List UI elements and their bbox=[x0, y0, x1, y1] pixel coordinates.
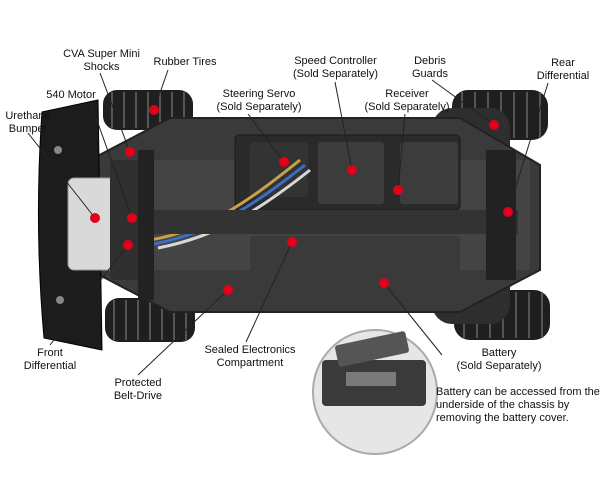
battery-inset bbox=[312, 329, 438, 455]
callout-marker-cva bbox=[125, 147, 135, 157]
callout-marker-receiver bbox=[393, 185, 403, 195]
label-urethane-bumper: Urethane Bumper bbox=[5, 110, 51, 135]
label-sealed-electronics: Sealed Electronics Compartment bbox=[204, 344, 296, 369]
callout-marker-servo bbox=[279, 157, 289, 167]
callout-marker-debris bbox=[489, 120, 499, 130]
callout-marker-frontdiff bbox=[123, 240, 133, 250]
label-belt-drive: Protected Belt-Drive bbox=[113, 377, 163, 402]
callout-marker-belt bbox=[223, 285, 233, 295]
callout-marker-motor bbox=[127, 213, 137, 223]
callout-marker-bumper bbox=[90, 213, 100, 223]
label-speed-controller: Speed Controller (Sold Separately) bbox=[293, 55, 378, 80]
callout-marker-rear bbox=[503, 207, 513, 217]
battery-bay bbox=[250, 236, 460, 284]
center-rail bbox=[148, 210, 518, 234]
callout-marker-sealed bbox=[287, 237, 297, 247]
label-steering-servo: Steering Servo (Sold Separately) bbox=[216, 88, 302, 113]
front-bulkhead bbox=[138, 150, 154, 300]
label-debris-guards: Debris Guards bbox=[411, 55, 449, 80]
label-rubber-tires: Rubber Tires bbox=[153, 56, 217, 68]
leader-lines bbox=[27, 69, 549, 376]
label-front-differential: Front Differential bbox=[23, 347, 77, 372]
label-rear-differential: Rear Differential bbox=[536, 57, 590, 82]
motor-housing bbox=[67, 177, 117, 271]
callout-markers bbox=[90, 105, 513, 295]
callout-marker-battery bbox=[379, 278, 389, 288]
battery-access-note: Battery can be accessed from the undersi… bbox=[436, 386, 600, 424]
callout-marker-rubber bbox=[149, 105, 159, 115]
label-cva-shocks: CVA Super Mini Shocks bbox=[63, 48, 140, 73]
receiver-box bbox=[400, 142, 458, 204]
callout-marker-speed bbox=[347, 165, 357, 175]
label-540-motor: 540 Motor bbox=[46, 89, 96, 101]
label-receiver: Receiver (Sold Separately) bbox=[364, 88, 450, 113]
label-battery: Battery (Sold Separately) bbox=[456, 347, 542, 372]
